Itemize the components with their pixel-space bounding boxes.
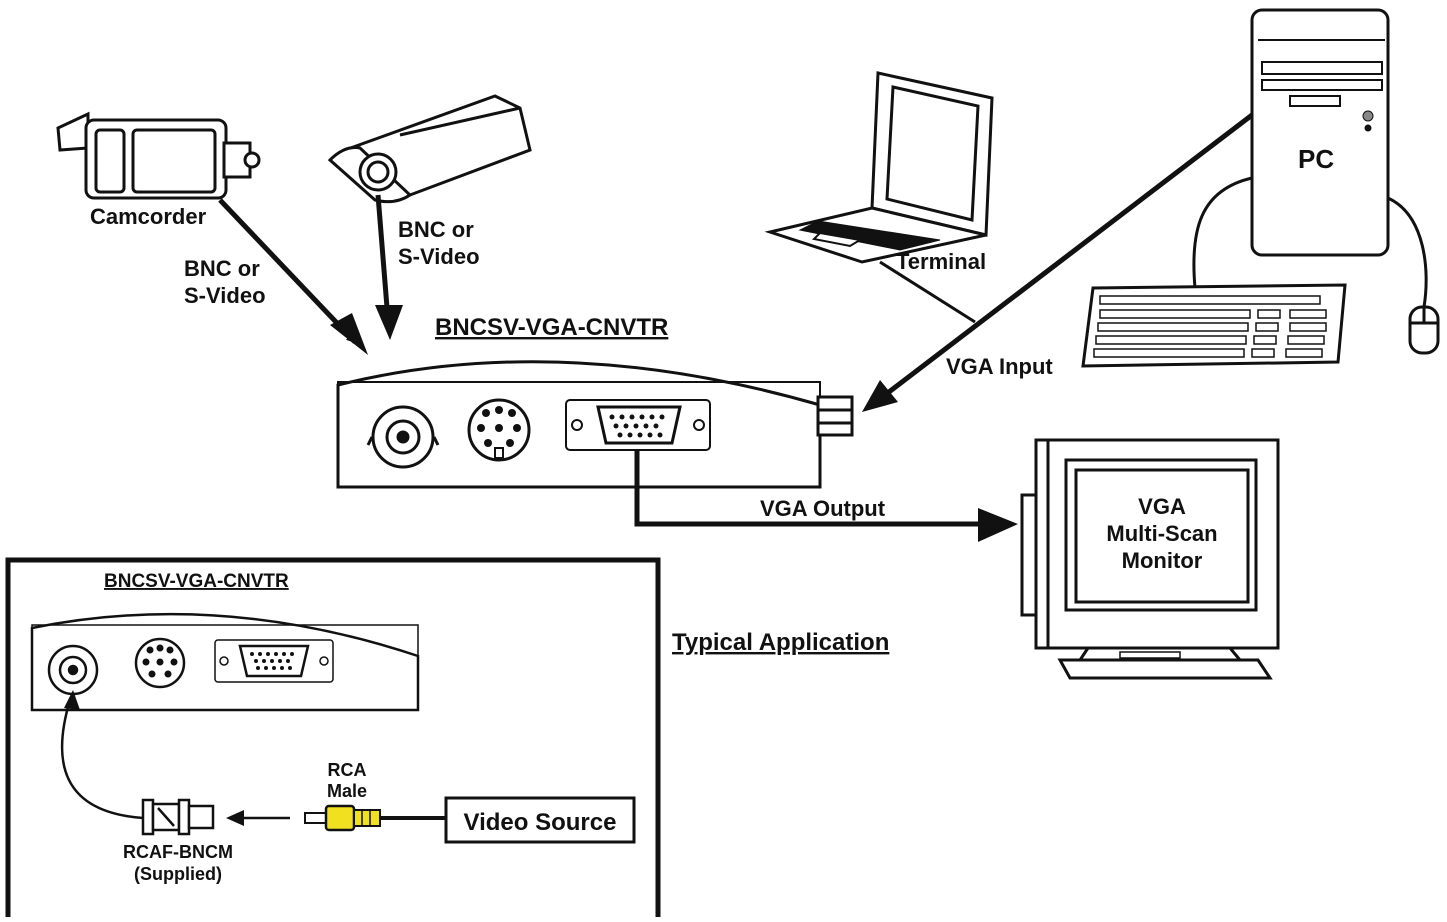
vga-output-label: VGA Output: [760, 496, 886, 521]
mouse-icon: [1408, 305, 1440, 355]
vga-output-cable: [634, 450, 1018, 542]
svideo-port-icon: [467, 398, 531, 462]
converter-title: BNCSV-VGA-CNVTR: [435, 314, 668, 341]
monitor-icon: [1020, 438, 1280, 680]
rca-label: RCA: [328, 760, 367, 780]
security-camera-icon: [327, 94, 532, 204]
terminal-cable: [879, 260, 976, 324]
camera-to-converter-arrow: [375, 194, 403, 340]
vga-input-cable: [862, 113, 1254, 412]
inset-bnc-cable: [60, 690, 144, 820]
camcorder-label: Camcorder: [90, 204, 207, 229]
svideo-label-1: S-Video: [184, 283, 266, 308]
inset-vga-port-icon: [214, 639, 334, 683]
bnc-or-label-1: BNC or: [184, 256, 260, 281]
mouse-cable: [1387, 196, 1428, 308]
video-source-box: [444, 796, 636, 844]
adapter-note-label: (Supplied): [134, 864, 222, 884]
pc-label: PC: [1298, 144, 1334, 174]
inset-bnc-port-icon: [47, 644, 99, 696]
inset-svideo-port-icon: [134, 637, 186, 689]
camcorder-icon: [56, 111, 261, 200]
keyboard-cable: [1192, 176, 1253, 289]
rca-plug-icon: [304, 804, 446, 832]
bnc-port-icon: [366, 405, 440, 469]
male-label: Male: [327, 781, 367, 801]
keyboard-icon: [1081, 283, 1347, 368]
monitor-label-line2: Multi-Scan: [1106, 521, 1217, 546]
typical-application-caption: Typical Application: [672, 629, 889, 656]
camcorder-to-converter-arrow: [218, 198, 368, 355]
terminal-label: Terminal: [896, 249, 986, 274]
inset-panel: BNCSV-VGA-CNVTR: [5, 557, 661, 917]
inset-direction-arrow: [226, 810, 290, 826]
inset-converter-title: BNCSV-VGA-CNVTR: [104, 571, 289, 592]
video-source-label: Video Source: [464, 809, 617, 836]
monitor-label-line1: VGA: [1138, 494, 1186, 519]
vga-input-label: VGA Input: [946, 354, 1053, 379]
bnc-or-label-2: BNC or: [398, 217, 474, 242]
monitor-label-line3: Monitor: [1122, 548, 1203, 573]
pc-tower-icon: [1250, 8, 1390, 257]
laptop-terminal-icon: [764, 71, 994, 264]
svideo-label-2: S-Video: [398, 244, 480, 269]
rcaf-bncm-adapter-icon: [141, 798, 215, 836]
vga-port-icon: [565, 399, 711, 451]
adapter-name-label: RCAF-BNCM: [123, 842, 233, 862]
